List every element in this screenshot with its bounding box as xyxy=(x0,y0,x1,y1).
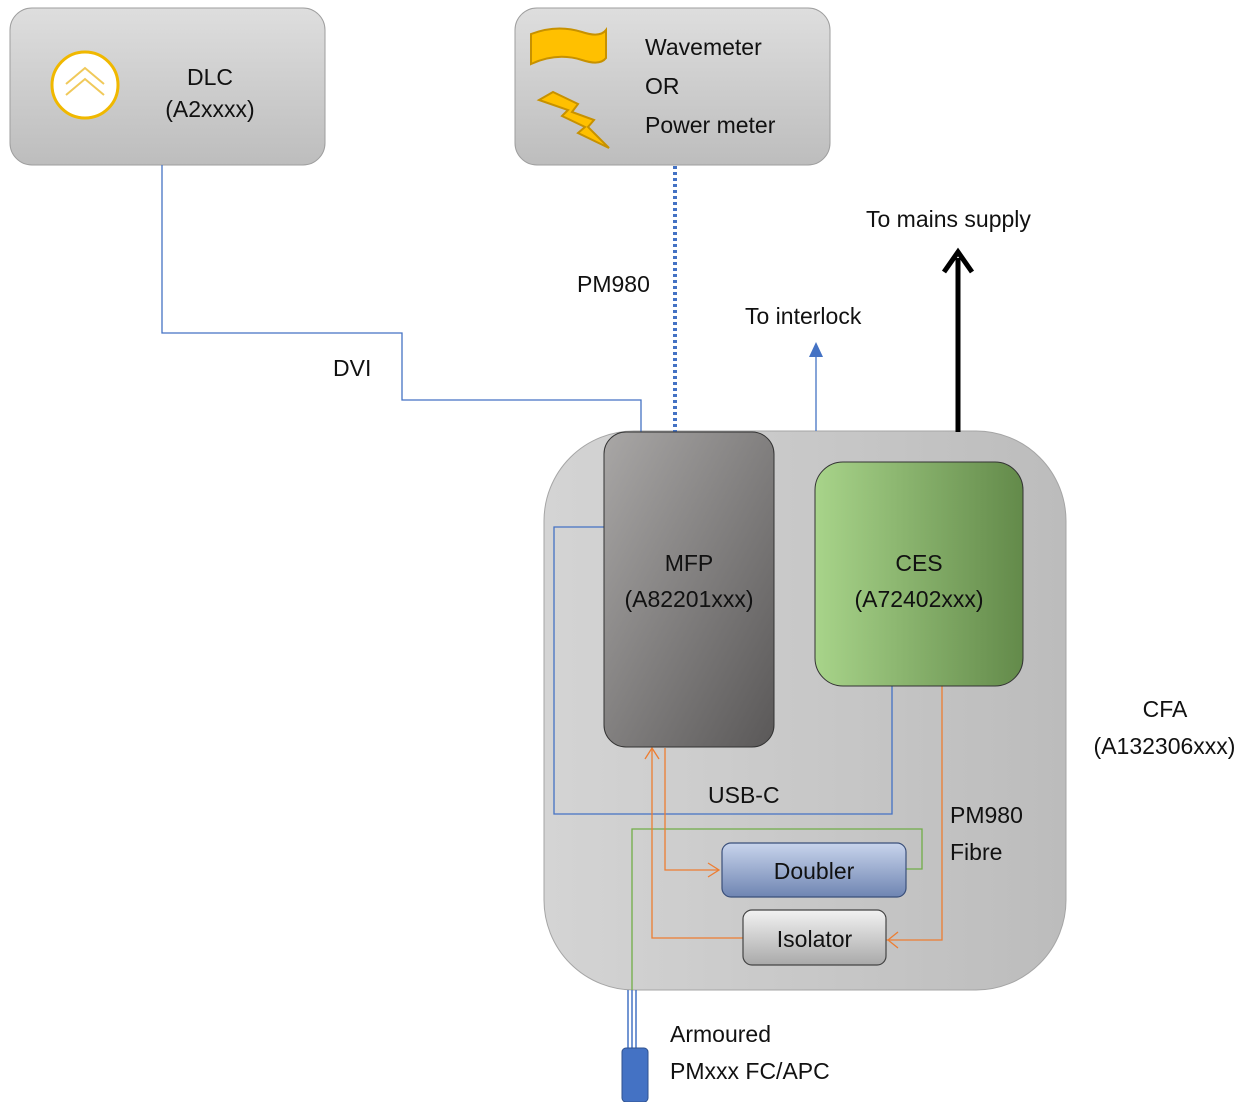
chevron-up-circle-icon xyxy=(50,50,120,120)
pm980-fibre-label-1: PM980 xyxy=(950,802,1023,828)
usbc-cable xyxy=(553,526,893,815)
pm980-label: PM980 xyxy=(577,271,650,297)
green-fibre xyxy=(631,828,923,990)
fc-apc-connector xyxy=(621,1047,649,1102)
armoured-label-2: PMxxx FC/APC xyxy=(670,1058,830,1084)
ces-name: CES xyxy=(895,550,943,576)
cfa-part: (A132306xxx) xyxy=(1093,733,1236,759)
dlc-part: (A2xxxx) xyxy=(165,96,255,122)
power-lightning-icon xyxy=(536,90,610,149)
mains-arrowhead xyxy=(941,247,975,274)
pm980-fibre-label-2: Fibre xyxy=(950,839,1003,865)
mfp-input-arrowhead xyxy=(644,746,660,760)
dvi-cable xyxy=(161,165,642,433)
ces-box xyxy=(814,461,1024,687)
isolator-arrowhead xyxy=(886,931,899,949)
wavemeter-flag-icon xyxy=(530,27,607,66)
mfp-to-doubler-fibre xyxy=(664,748,718,871)
mfp-part: (A82201xxx) xyxy=(624,586,754,612)
armoured-label-1: Armoured xyxy=(670,1021,771,1047)
doubler-arrowhead xyxy=(707,862,721,878)
dvi-label: DVI xyxy=(333,355,372,381)
interlock-arrowhead xyxy=(809,342,823,357)
mfp-name: MFP xyxy=(664,550,714,576)
armoured-cable xyxy=(627,990,637,1050)
dlc-name: DLC xyxy=(186,64,233,90)
isolator-label: Isolator xyxy=(776,926,853,952)
usbc-label: USB-C xyxy=(708,782,780,808)
to-interlock-label: To interlock xyxy=(745,303,862,329)
to-mains-label: To mains supply xyxy=(866,206,1031,232)
isolator-to-mfp-fibre xyxy=(651,748,743,939)
doubler-box xyxy=(721,842,907,898)
isolator-box xyxy=(742,909,887,966)
ces-to-isolator-fibre xyxy=(886,686,943,941)
meter-line-3: Power meter xyxy=(645,112,776,138)
meter-line-1: Wavemeter xyxy=(645,34,762,60)
mfp-box xyxy=(603,431,775,748)
cfa-name: CFA xyxy=(1142,696,1188,722)
doubler-label: Doubler xyxy=(773,858,855,884)
meter-line-2: OR xyxy=(645,73,680,99)
dlc-box xyxy=(9,7,326,166)
ces-part: (A72402xxx) xyxy=(854,586,984,612)
